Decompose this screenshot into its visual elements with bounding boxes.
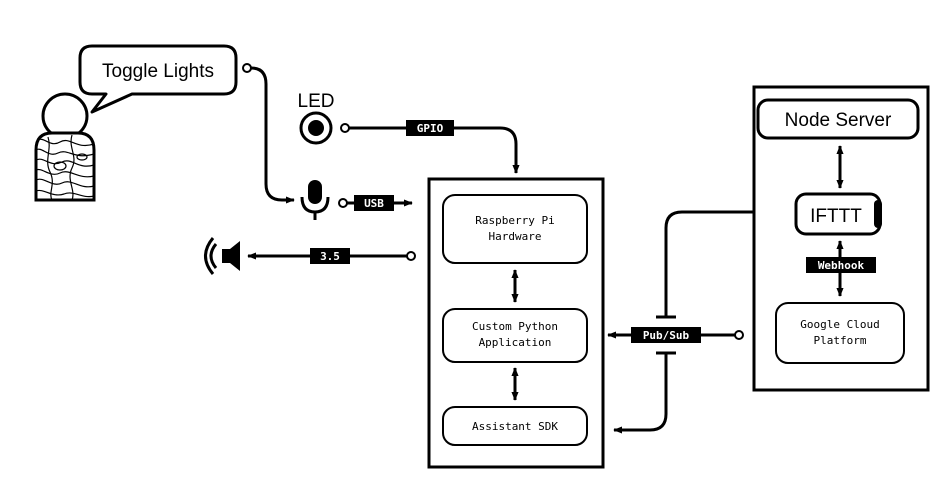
- app-label-1: Custom Python: [472, 320, 558, 333]
- speech-bubble: Toggle Lights: [78, 44, 238, 114]
- gcp-label-2: Platform: [814, 334, 867, 347]
- sdk-label: Assistant SDK: [472, 420, 558, 433]
- cloud-box: Node Server IFTTT Webhook Google Cloud P…: [752, 85, 930, 392]
- webhook-label: Webhook: [818, 259, 865, 272]
- app-node: [442, 308, 588, 363]
- device-box: Raspberry Pi Hardware Custom Python Appl…: [427, 177, 605, 469]
- usb-connector: USB: [338, 195, 413, 211]
- node-server-node: [756, 98, 920, 140]
- microphone-icon: [300, 180, 330, 220]
- pubsub-label: Pub/Sub: [643, 329, 690, 342]
- app-label-2: Application: [479, 336, 552, 349]
- audio-label: 3.5: [320, 250, 340, 263]
- gcp-node: [775, 302, 905, 364]
- gpio-connector: GPIO: [340, 120, 520, 174]
- user-icon: [34, 92, 96, 202]
- gcp-label-1: Google Cloud: [800, 318, 879, 331]
- node-server-label: Node Server: [785, 110, 892, 131]
- voice-connector: [242, 63, 295, 204]
- pubsub-connector: Pub/Sub: [607, 208, 783, 434]
- sdk-node: [442, 406, 588, 446]
- gpio-label: GPIO: [417, 122, 444, 135]
- speaker-icon: [204, 237, 240, 275]
- led-label: LED: [298, 91, 335, 112]
- speech-text: Toggle Lights: [102, 61, 214, 82]
- hardware-label-1: Raspberry Pi: [475, 214, 554, 227]
- hardware-node: [442, 194, 588, 264]
- led-icon: LED: [298, 91, 335, 145]
- usb-label: USB: [364, 197, 384, 210]
- audio-connector: 3.5: [247, 248, 416, 264]
- hardware-label-2: Hardware: [489, 230, 542, 243]
- ifttt-label: IFTTT: [810, 206, 862, 227]
